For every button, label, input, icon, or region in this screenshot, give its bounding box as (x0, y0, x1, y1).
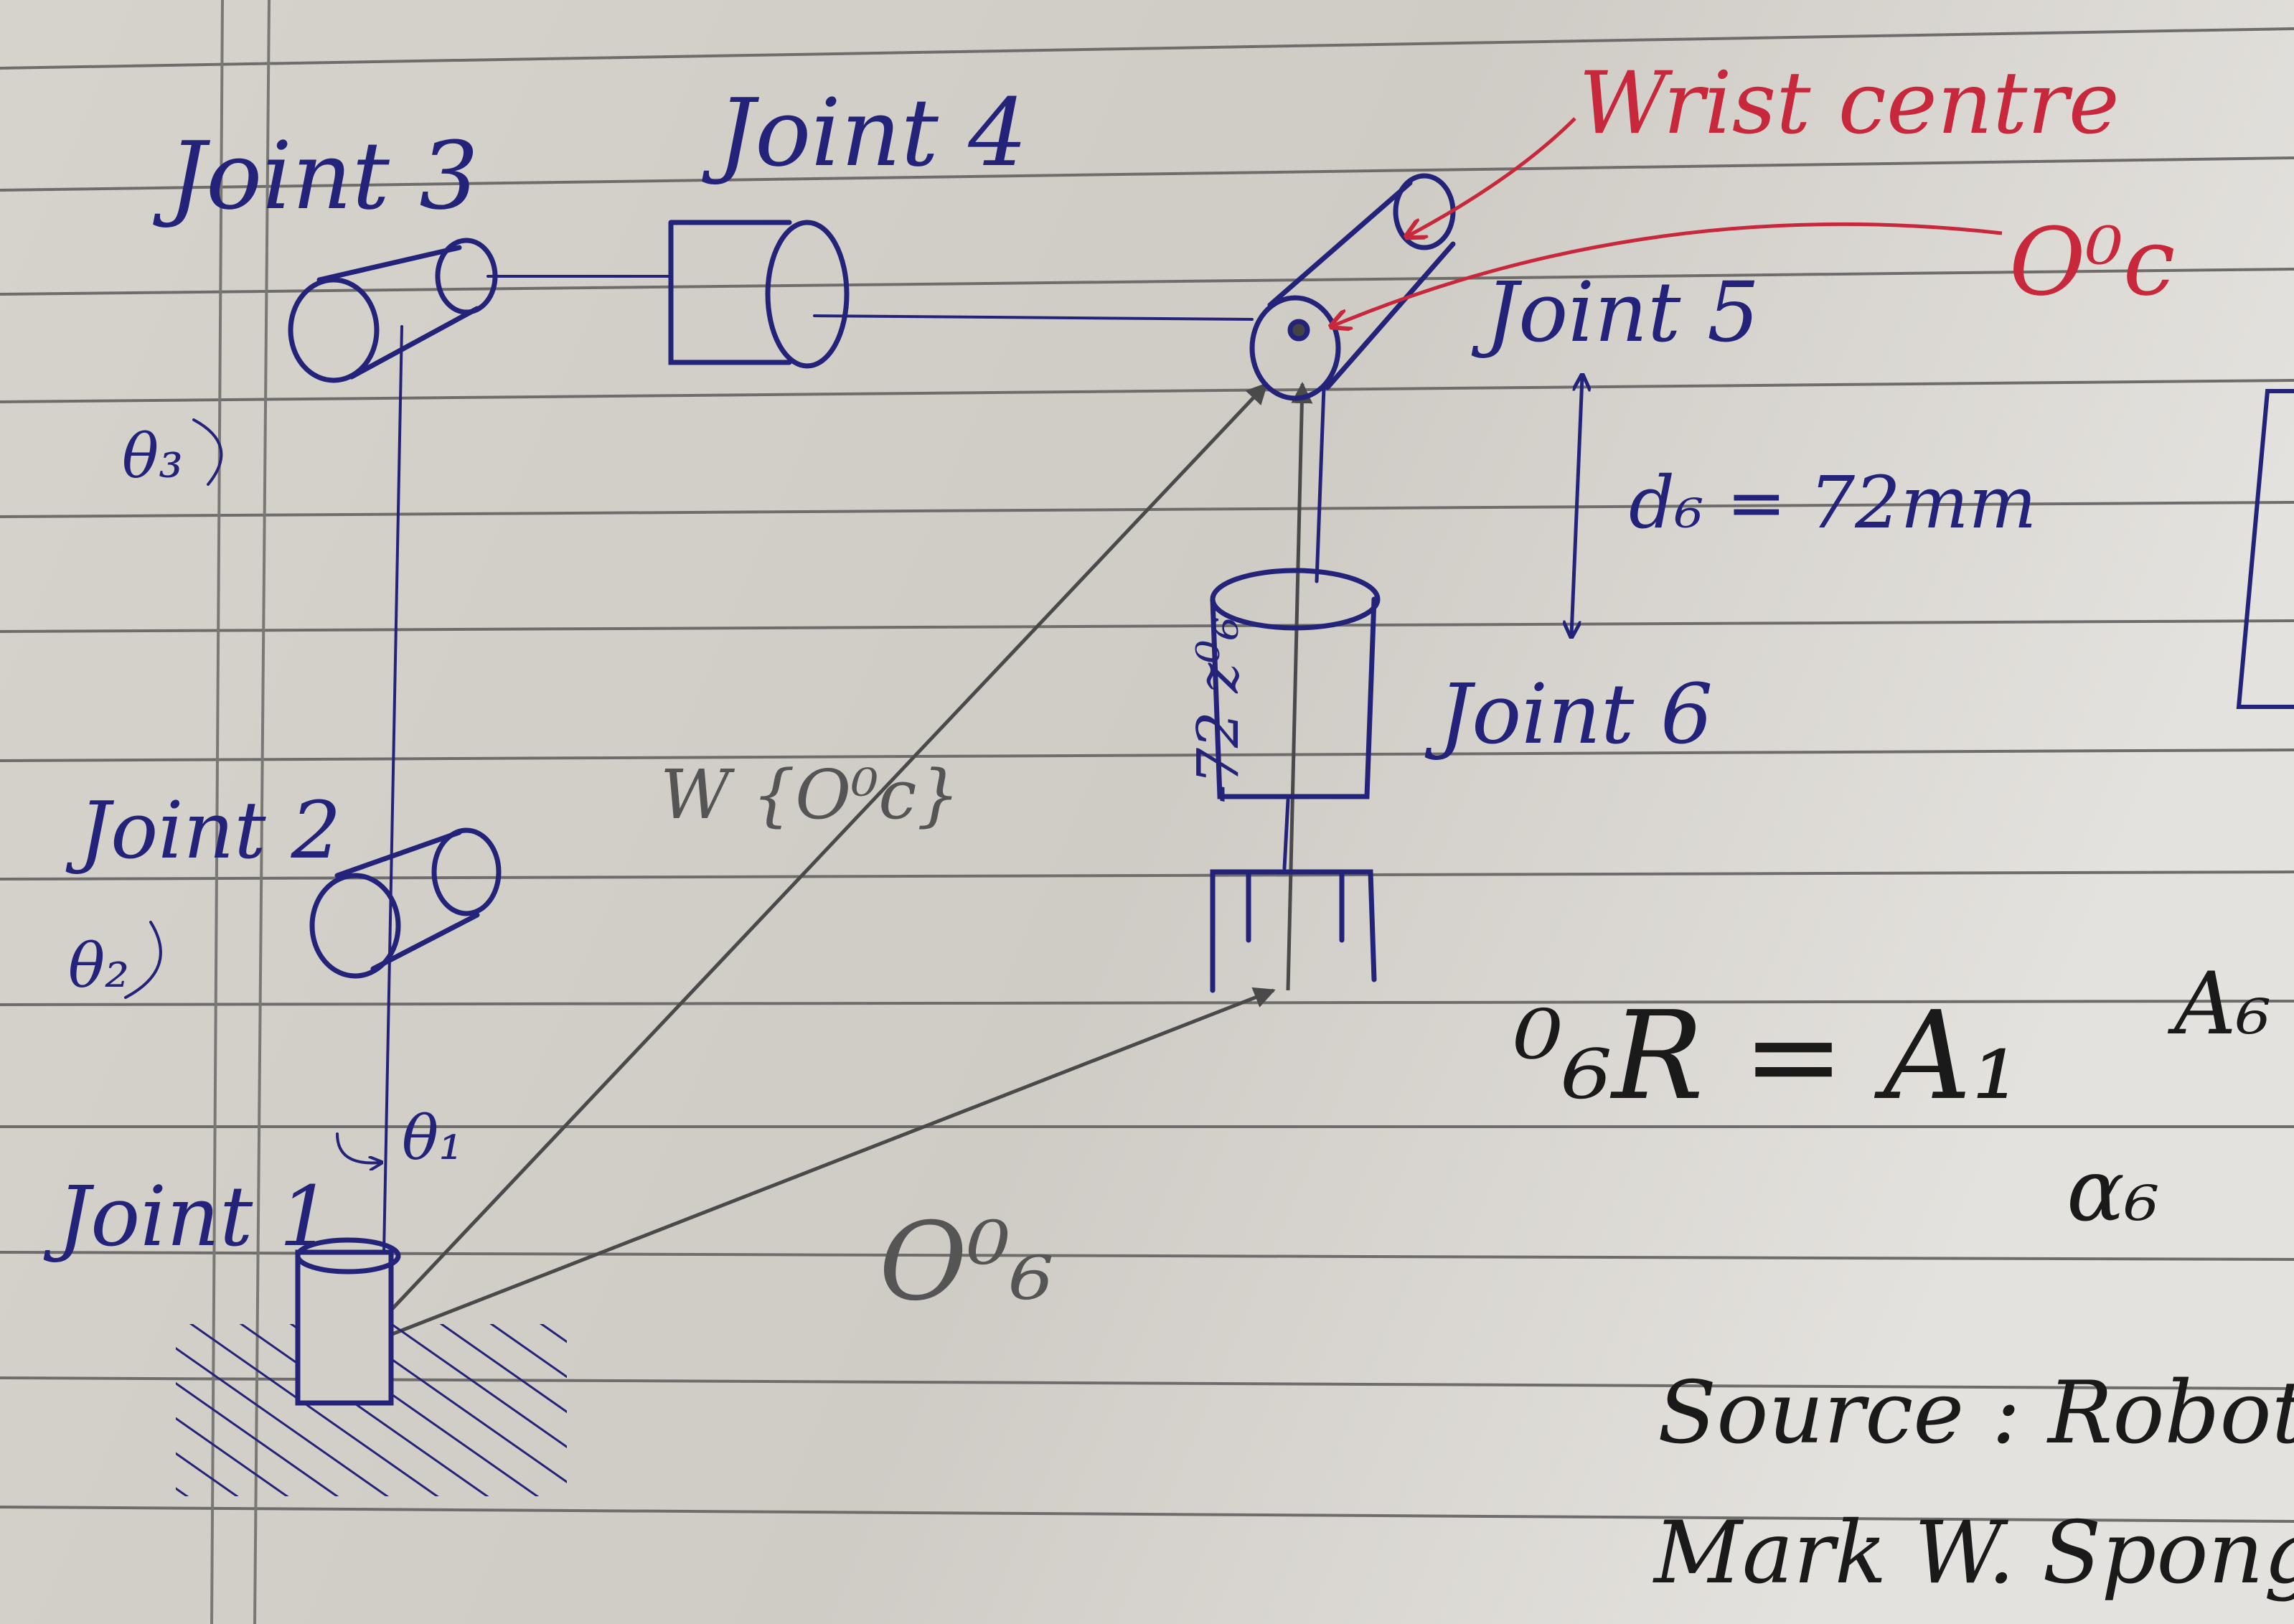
wrist-centre-pointer (1406, 117, 1576, 237)
oc-label: O⁰c (2009, 207, 2176, 316)
ruled-lines (0, 27, 2294, 1523)
joint4-label: Joint 4 (702, 78, 1028, 187)
rotation-equation: ⁰₆R = A₁ (1513, 985, 2021, 1127)
wrist-centre-annotations (1331, 117, 2003, 327)
source-line-2: Mark W. Spong , (1653, 1503, 2294, 1603)
a6-label: A₆ (2167, 954, 2271, 1054)
source-line-1: Source : Robot (1658, 1363, 2294, 1463)
wrist-centre-label: Wrist centre (1579, 54, 2120, 154)
theta2-label: θ₂ (68, 931, 129, 1002)
joint6-cylinder (1210, 568, 1381, 870)
theta3-arrow (192, 418, 223, 486)
joint1-label: Joint 1 (43, 1169, 332, 1265)
joint2-label: Joint 2 (65, 784, 342, 876)
edge-bracket (2236, 389, 2294, 709)
theta1-arrow (336, 1132, 380, 1163)
vector-z6 (1286, 382, 1313, 991)
theta1-label: θ₁ (402, 1103, 463, 1174)
d6-dimension-arrow (1571, 377, 1582, 635)
vector-w-oc (336, 382, 1269, 1369)
theta3-label: θ₃ (122, 421, 183, 492)
joint5-cylinder (1249, 173, 1456, 401)
alpha6-label: α₆ (2067, 1141, 2159, 1241)
robot-arm-sketch (124, 173, 2294, 1496)
joint5-label: Joint 5 (1471, 265, 1759, 361)
d6-label: d₆ = 72mm (1629, 461, 2036, 545)
z6-label: -72 z⁰₆ (1185, 616, 1251, 804)
joint6-label: Joint 6 (1424, 667, 1713, 763)
joint3-label: Joint 3 (153, 121, 479, 230)
position-vectors (336, 382, 1313, 1369)
joint4-cylinder (668, 220, 850, 369)
oc-pointer (1331, 222, 2003, 327)
link-1-2-3 (382, 325, 403, 1254)
w-oc-label: W {O⁰c} (660, 756, 960, 835)
joint2-cylinder (309, 827, 502, 979)
vector-o6 (344, 987, 1276, 1355)
joint1-top (295, 1237, 401, 1275)
base-block (295, 1249, 394, 1406)
gripper (1210, 869, 1377, 993)
theta2-arrow (124, 921, 162, 999)
o6-label: O⁰₆ (879, 1200, 1053, 1325)
